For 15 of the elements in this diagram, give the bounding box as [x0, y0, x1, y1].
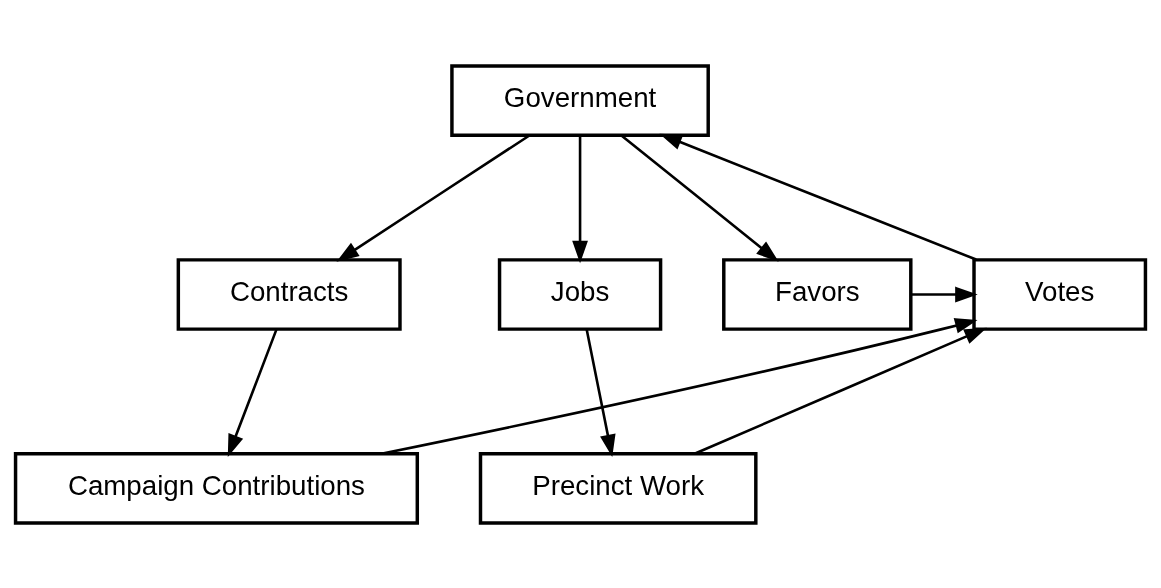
node-box: Jobs	[497, 257, 663, 331]
arrow	[620, 133, 779, 262]
arrow	[694, 327, 987, 455]
node-box: Votes	[972, 257, 1148, 331]
node-box: Government	[450, 63, 710, 137]
arrow	[585, 328, 616, 457]
arrow	[911, 286, 978, 302]
node-box: Precinct Work	[478, 451, 758, 525]
arrow	[572, 134, 588, 263]
arrow	[659, 133, 977, 261]
node-box: Campaign Contributions	[13, 451, 420, 525]
arrow	[381, 317, 978, 455]
node-box: Favors	[722, 257, 913, 331]
arrow	[227, 328, 278, 457]
node-box: Contracts	[176, 257, 402, 331]
